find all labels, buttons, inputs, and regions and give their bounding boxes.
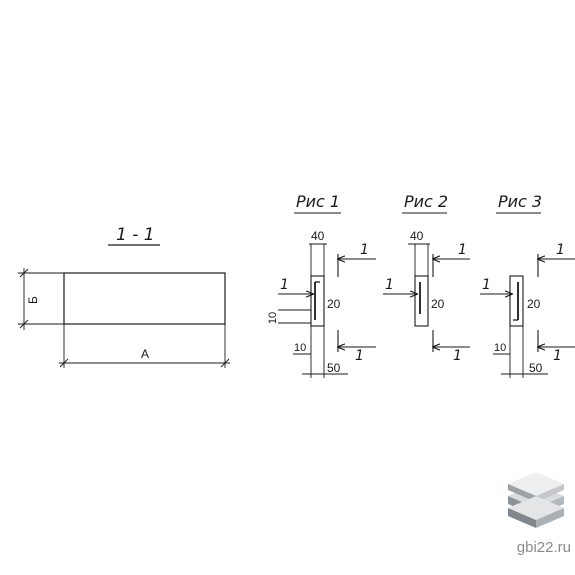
figure-1-cut-bottom: 1 bbox=[355, 348, 364, 364]
watermark-site: gbi22.ru bbox=[517, 539, 571, 556]
figure-3-dim-bottom-small: 10 bbox=[494, 342, 506, 354]
figure-2-title: Рис 2 bbox=[404, 192, 448, 211]
figure-1-dim-bottom-small: 10 bbox=[294, 342, 306, 354]
section-title: 1 - 1 bbox=[116, 225, 155, 245]
figure-2-dim-right: 20 bbox=[431, 297, 445, 311]
figure-3-dim-bottom: 50 bbox=[529, 361, 543, 375]
figure-3-cut-side: 1 bbox=[482, 277, 491, 293]
figure-3-cut-top: 1 bbox=[556, 242, 565, 258]
section-rectangle bbox=[63, 272, 226, 325]
figure-1-dim-right: 20 bbox=[327, 297, 341, 311]
figure-3-title: Рис 3 bbox=[498, 192, 542, 211]
figure-2: Рис 2 40 1 1 20 1 bbox=[383, 192, 470, 364]
figure-2-cut-bottom: 1 bbox=[453, 348, 462, 364]
figure-2-cut-side: 1 bbox=[385, 277, 394, 293]
figure-1-dim-left: 10 bbox=[267, 312, 279, 324]
figure-1-cut-top: 1 bbox=[360, 242, 369, 258]
figure-1-dim-top: 40 bbox=[311, 229, 325, 243]
figure-3-element bbox=[509, 275, 524, 327]
width-dimension-label: А bbox=[141, 347, 149, 361]
figure-3-cut-bottom: 1 bbox=[553, 348, 562, 364]
figure-1-element bbox=[310, 275, 325, 327]
figure-1: Рис 1 40 1 1 20 10 1 10 50 bbox=[267, 192, 376, 378]
stacked-slabs-logo-icon bbox=[508, 472, 564, 528]
figure-1-dim-bottom: 50 bbox=[327, 361, 341, 375]
figure-1-title: Рис 1 bbox=[296, 192, 340, 211]
height-dimension-label: Б bbox=[26, 296, 40, 304]
figure-2-element bbox=[414, 275, 429, 327]
figure-2-dim-top: 40 bbox=[410, 229, 424, 243]
figure-3: Рис 3 1 1 20 1 10 50 bbox=[480, 192, 575, 378]
section-1-1: 1 - 1 Б А bbox=[18, 225, 230, 368]
figure-1-cut-side: 1 bbox=[280, 277, 289, 293]
figure-3-dim-right: 20 bbox=[527, 297, 541, 311]
figure-2-cut-top: 1 bbox=[458, 242, 467, 258]
